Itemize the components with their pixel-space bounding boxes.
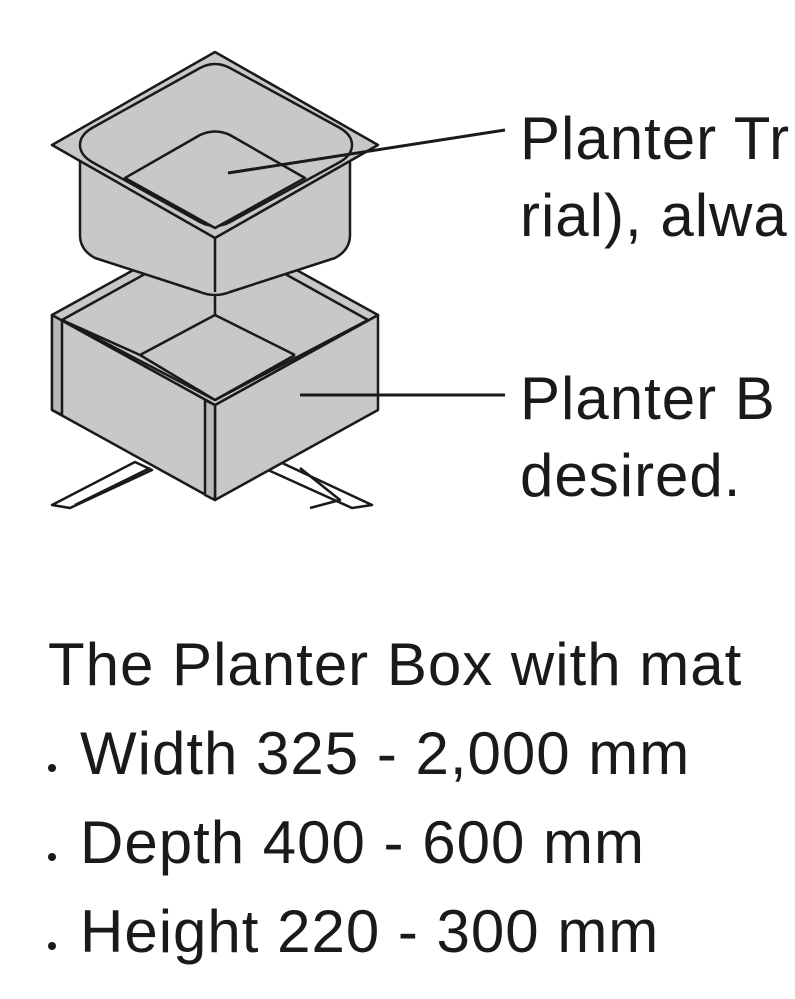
planter-tray [50,50,380,297]
spec-item-width-text: Width 325 - 2,000 mm [80,720,691,787]
planter-base-frame [50,460,374,510]
spec-item-depth: Depth 400 - 600 mm [48,798,742,887]
spec-item-height: Height 220 - 300 mm [48,887,742,976]
tray-callout-line-2: rial), alwa [520,182,788,249]
box-callout: Planter B desired. [520,360,776,514]
spec-item-width: Width 325 - 2,000 mm [48,709,742,798]
tray-callout: Planter Tr rial), alwa [520,100,790,254]
box-callout-line-2: desired. [520,442,742,509]
tray-leader-line [227,128,506,175]
planter-illustration [50,50,506,510]
leader-lines [227,128,506,397]
specs-intro: The Planter Box with mat [48,631,743,698]
spec-item-depth-text: Depth 400 - 600 mm [80,809,645,876]
tray-callout-line-1: Planter Tr [520,105,791,172]
specifications: The Planter Box with mat Width 325 - 2,0… [48,620,742,976]
box-callout-line-1: Planter B [520,365,776,432]
spec-item-height-text: Height 220 - 300 mm [80,898,660,965]
